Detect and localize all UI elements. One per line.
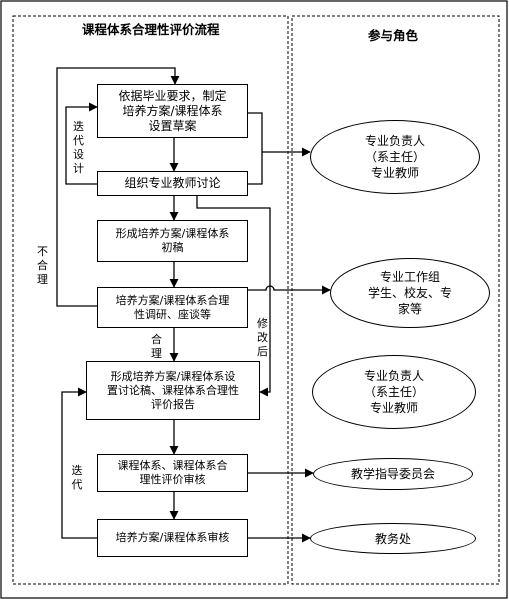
step-plan-review: 培养方案/课程体系审核 [97, 519, 248, 557]
roles-panel [291, 15, 500, 585]
role-teaching-committee: 教学指导委员会 [313, 458, 473, 490]
step-discussion-report: 形成培养方案/课程体系设 置讨论稿、课程体系合理性 评价报告 [86, 361, 260, 420]
role-working-group: 专业工作组 学生、校友、专 家等 [330, 258, 490, 328]
step-teacher-discussion: 组织专业教师讨论 [97, 171, 248, 196]
label-unreasonable: 不 合 理 [37, 245, 48, 286]
link-b4-r2 [248, 285, 331, 295]
label-iterate: 迭 代 [71, 464, 83, 491]
role-academic-affairs: 教务处 [310, 523, 476, 554]
step-draft-plan: 依据毕业要求，制定 培养方案/课程体系 设置草案 [97, 84, 248, 138]
b1-b2-right-link [248, 112, 263, 185]
loop-revised [196, 196, 271, 397]
role-program-lead-teachers-2: 专业负责人 （系主任） 专业教师 [312, 355, 476, 429]
loop-unreasonable [56, 67, 180, 307]
step-initial-draft: 形成培养方案/课程体系 初稿 [97, 220, 248, 262]
process-panel [12, 15, 289, 585]
loop-iterate [61, 387, 97, 539]
label-reasonable: 合 理 [151, 333, 162, 360]
loop-iterate-design [65, 102, 98, 185]
role-program-lead-teachers: 专业负责人 （系主任） 专业教师 [310, 120, 480, 194]
process-panel-title: 课程体系合理性评价流程 [82, 22, 220, 37]
step-survey: 培养方案/课程体系合理 性调研、座谈等 [97, 287, 248, 328]
label-revised: 修 改 后 [257, 317, 268, 358]
label-iterate-design: 迭 代 设 计 [73, 120, 84, 175]
step-evaluation-review: 课程体系、课程体系合 理性评价审核 [97, 454, 248, 492]
roles-panel-title: 参与角色 [368, 28, 419, 43]
